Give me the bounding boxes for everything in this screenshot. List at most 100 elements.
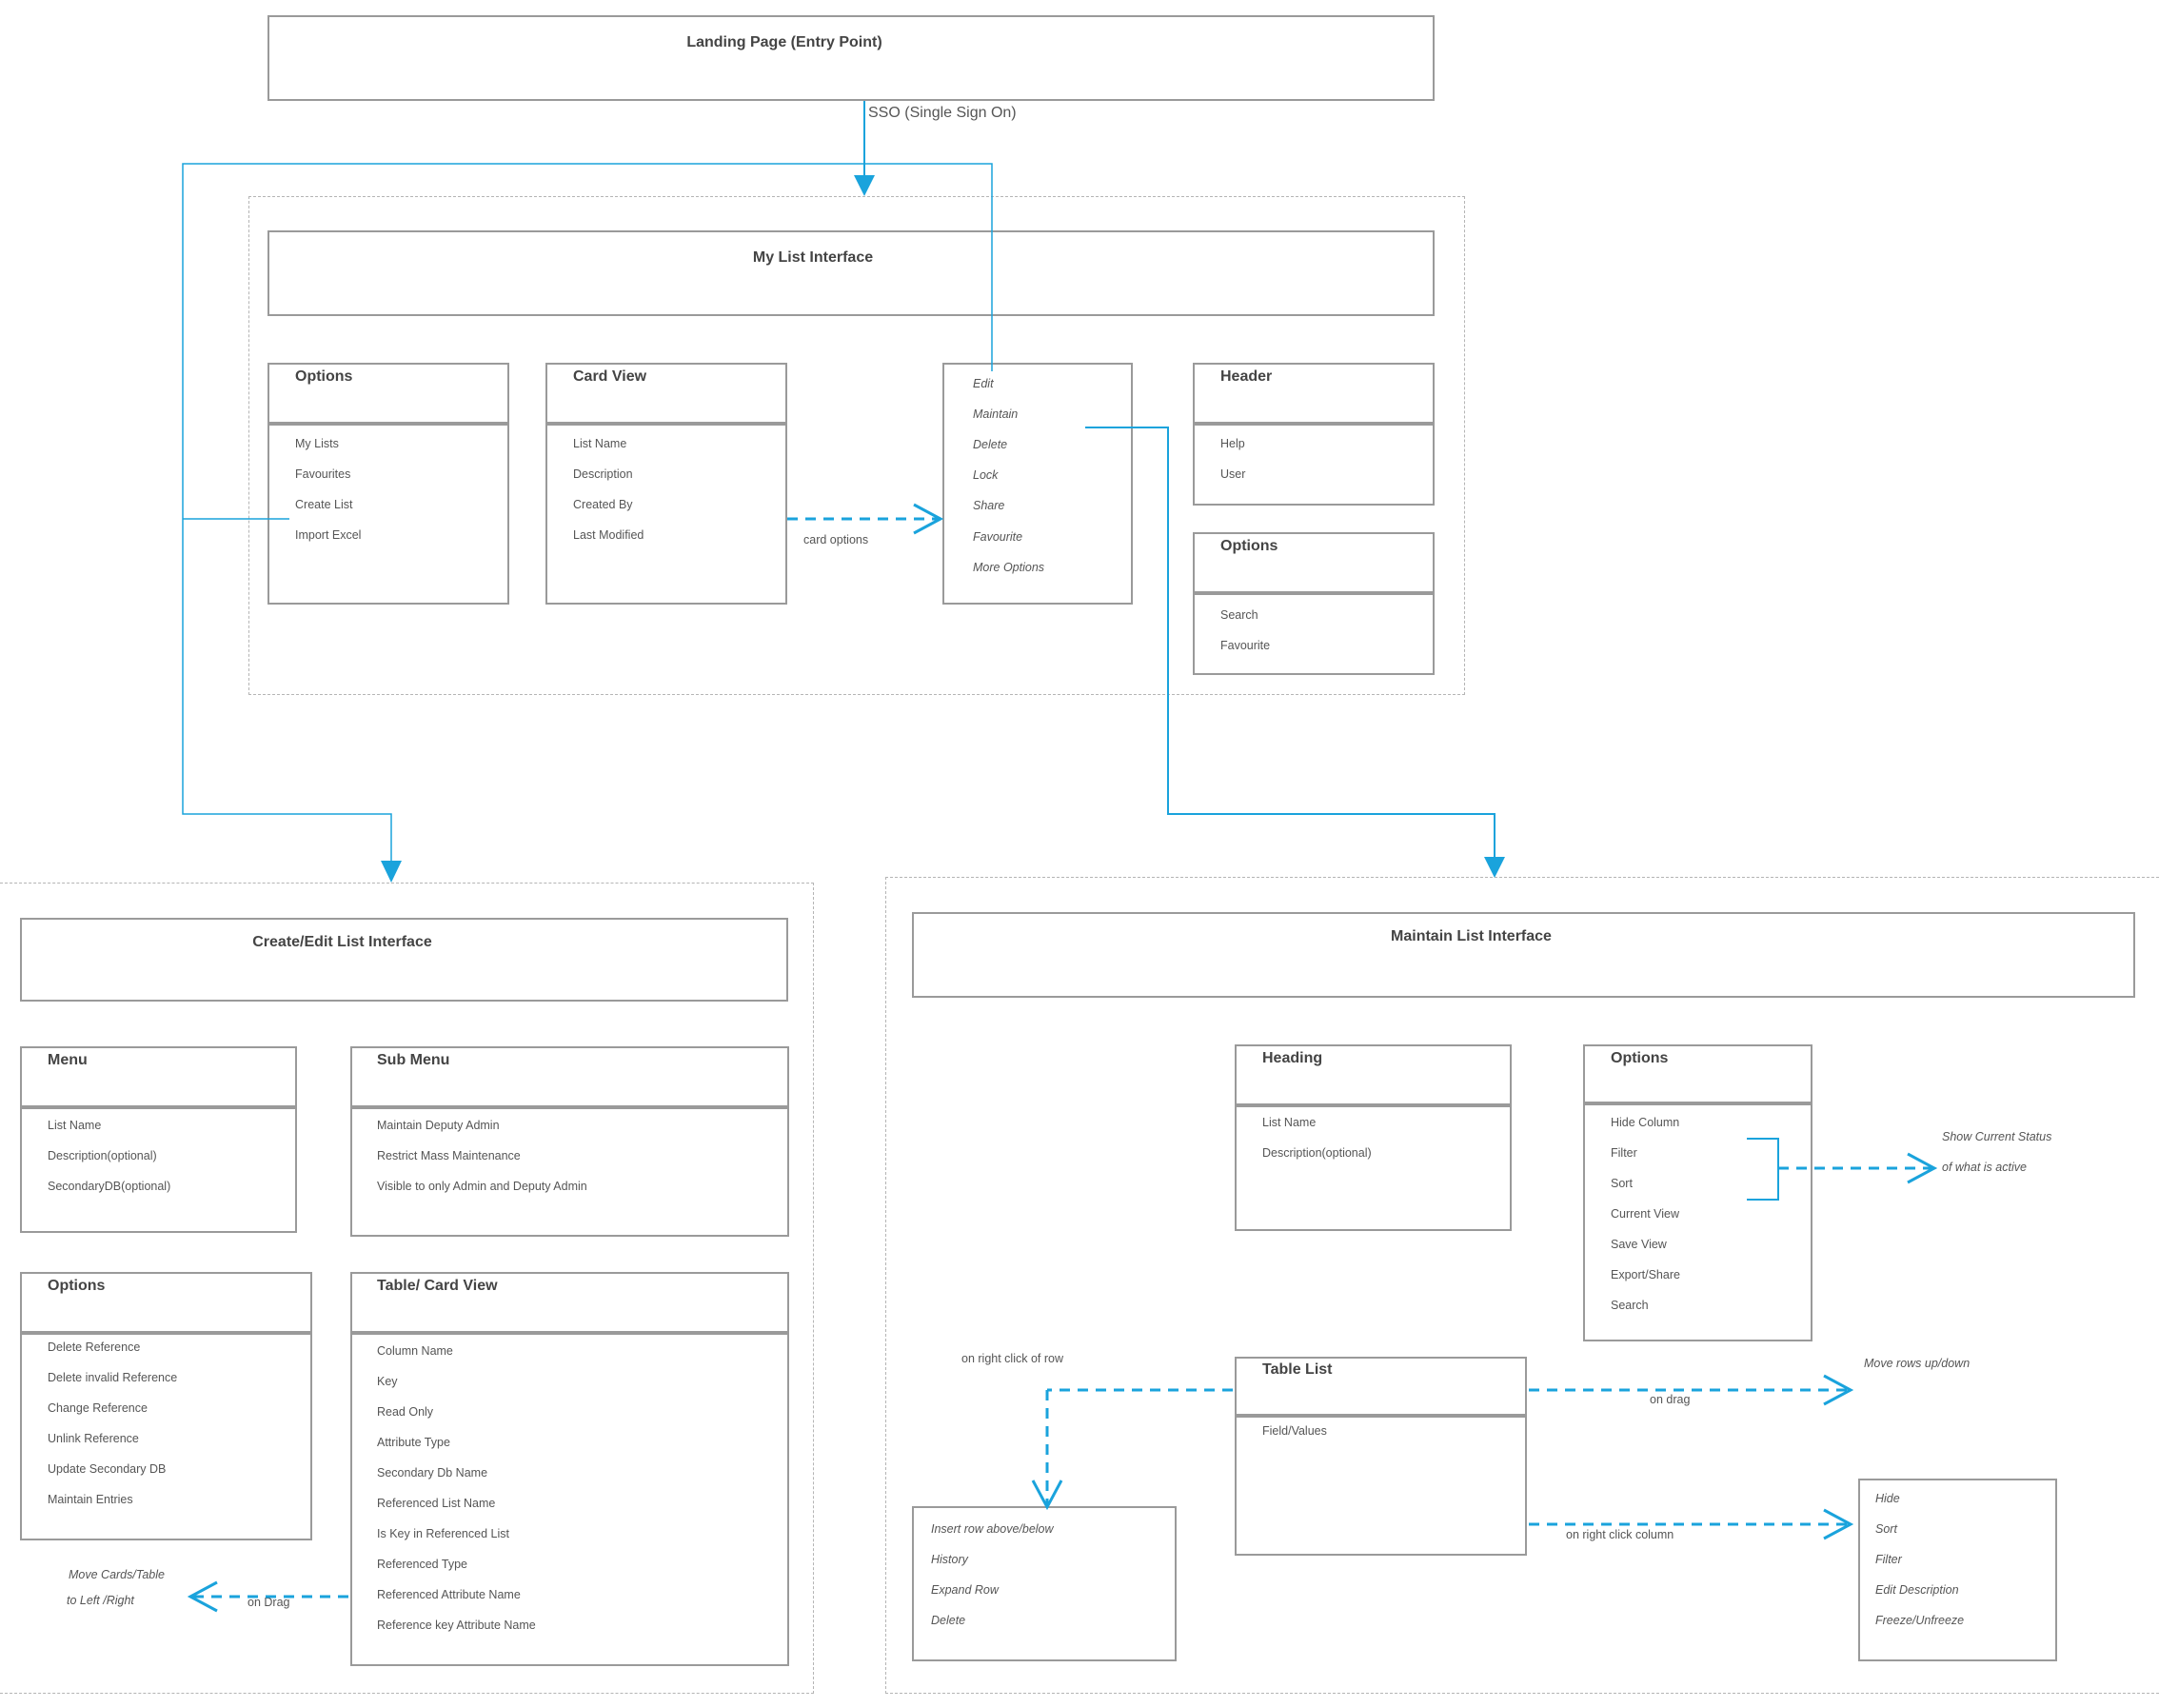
list-item: List Name bbox=[573, 437, 627, 450]
menu-item: Lock bbox=[973, 468, 999, 482]
maintain-region bbox=[885, 877, 2159, 1694]
card-view-card: Card View List Name Description Created … bbox=[545, 363, 787, 605]
menu-item: More Options bbox=[973, 561, 1045, 574]
sso-arrowhead bbox=[854, 175, 875, 196]
card-options-label: card options bbox=[803, 533, 869, 546]
maintain-title: Maintain List Interface bbox=[1391, 928, 1552, 944]
list-item: Delete Reference bbox=[48, 1341, 141, 1354]
list-item: Favourite bbox=[1220, 639, 1271, 652]
list-item: User bbox=[1220, 467, 1246, 481]
list-item: Last Modified bbox=[573, 528, 644, 542]
card-header bbox=[1585, 1046, 1811, 1105]
list-item: Description(optional) bbox=[48, 1149, 157, 1162]
on-drag-label: on Drag bbox=[248, 1596, 290, 1609]
list-item: Search bbox=[1611, 1299, 1649, 1312]
card-header bbox=[352, 1048, 787, 1109]
menu-item: History bbox=[931, 1553, 968, 1566]
my-list-title: My List Interface bbox=[752, 249, 874, 266]
list-item: Secondary Db Name bbox=[377, 1466, 488, 1480]
list-item: Is Key in Referenced List bbox=[377, 1527, 509, 1540]
card-title: Options bbox=[1220, 538, 1278, 554]
card-title: Card View bbox=[573, 368, 647, 385]
show-status-note-line2: of what is active bbox=[1942, 1161, 2027, 1174]
landing-page-box: Landing Page (Entry Point) bbox=[267, 15, 1435, 101]
list-item: Hide Column bbox=[1611, 1116, 1680, 1129]
card-header bbox=[1195, 365, 1433, 426]
list-item: List Name bbox=[1262, 1116, 1317, 1129]
menu-item: Freeze/Unfreeze bbox=[1875, 1614, 1965, 1627]
list-item: Read Only bbox=[377, 1405, 434, 1419]
my-list-options-card: Options My Lists Favourites Create List … bbox=[267, 363, 509, 605]
card-header bbox=[1237, 1046, 1510, 1107]
menu-item: Expand Row bbox=[931, 1583, 999, 1597]
create-edit-region bbox=[0, 883, 814, 1694]
list-item: SecondaryDB(optional) bbox=[48, 1180, 171, 1193]
card-title: Table List bbox=[1262, 1361, 1333, 1378]
list-item: Column Name bbox=[377, 1344, 453, 1358]
list-item: Update Secondary DB bbox=[48, 1462, 167, 1476]
list-item: Help bbox=[1220, 437, 1245, 450]
maintain-options-card: Options Hide Column Filter Sort Current … bbox=[1583, 1044, 1812, 1341]
list-item: Export/Share bbox=[1611, 1268, 1680, 1281]
card-title: Options bbox=[48, 1278, 106, 1294]
list-item: Filter bbox=[1611, 1146, 1637, 1160]
list-item: Reference key Attribute Name bbox=[377, 1619, 536, 1632]
list-item: Delete invalid Reference bbox=[48, 1371, 178, 1384]
list-item: Import Excel bbox=[295, 528, 362, 542]
list-item: Change Reference bbox=[48, 1401, 148, 1415]
my-list-options2-card: Options Search Favourite bbox=[1193, 532, 1435, 675]
list-item: Restrict Mass Maintenance bbox=[377, 1149, 521, 1162]
landing-page-title: Landing Page (Entry Point) bbox=[686, 34, 882, 50]
list-item: Current View bbox=[1611, 1207, 1680, 1221]
card-header bbox=[22, 1048, 295, 1109]
create-menu-card: Menu List Name Description(optional) Sec… bbox=[20, 1046, 297, 1233]
list-item: Referenced List Name bbox=[377, 1497, 496, 1510]
card-title: Options bbox=[1611, 1050, 1669, 1066]
list-item: Key bbox=[377, 1375, 398, 1388]
card-options-menu: Edit Maintain Delete Lock Share Favourit… bbox=[942, 363, 1133, 605]
card-title: Sub Menu bbox=[377, 1052, 450, 1068]
move-rows-note: Move rows up/down bbox=[1864, 1357, 1971, 1370]
create-options-card: Options Delete Reference Delete invalid … bbox=[20, 1272, 312, 1540]
list-item: Visible to only Admin and Deputy Admin bbox=[377, 1180, 587, 1193]
card-title: Heading bbox=[1262, 1050, 1323, 1066]
list-item: Unlink Reference bbox=[48, 1432, 139, 1445]
my-list-title-box: My List Interface bbox=[267, 230, 1435, 316]
menu-item: Hide bbox=[1875, 1492, 1900, 1505]
list-item: Maintain Deputy Admin bbox=[377, 1119, 500, 1132]
list-item: My Lists bbox=[295, 437, 339, 450]
row-context-menu: Insert row above/below History Expand Ro… bbox=[912, 1506, 1177, 1661]
list-item: Sort bbox=[1611, 1177, 1633, 1190]
card-header bbox=[352, 1274, 787, 1335]
list-item: Referenced Type bbox=[377, 1558, 467, 1571]
card-header bbox=[22, 1274, 310, 1335]
heading-card: Heading List Name Description(optional) bbox=[1235, 1044, 1512, 1231]
maintain-title-box: Maintain List Interface bbox=[912, 912, 2135, 998]
move-cards-note-line1: Move Cards/Table bbox=[69, 1568, 165, 1581]
list-item: Attribute Type bbox=[377, 1436, 450, 1449]
create-edit-title-box: Create/Edit List Interface bbox=[20, 918, 788, 1002]
menu-item: Edit bbox=[973, 377, 994, 390]
list-item: Description(optional) bbox=[1262, 1146, 1372, 1160]
show-status-note-line1: Show Current Status bbox=[1942, 1130, 2052, 1143]
menu-item: Insert row above/below bbox=[931, 1522, 1054, 1536]
header-card: Header Help User bbox=[1193, 363, 1435, 506]
list-item: Description bbox=[573, 467, 633, 481]
menu-item: Share bbox=[973, 499, 1005, 512]
menu-item: Edit Description bbox=[1875, 1583, 1959, 1597]
table-list-card: Table List Field/Values bbox=[1235, 1357, 1527, 1556]
right-click-column-label: on right click column bbox=[1566, 1528, 1674, 1541]
menu-item: Sort bbox=[1875, 1522, 1897, 1536]
list-item: Create List bbox=[295, 498, 353, 511]
menu-item: Filter bbox=[1875, 1553, 1902, 1566]
table-card-view-card: Table/ Card View Column Name Key Read On… bbox=[350, 1272, 789, 1666]
list-item: Referenced Attribute Name bbox=[377, 1588, 521, 1601]
on-drag-row-label: on drag bbox=[1650, 1393, 1691, 1406]
card-title: Menu bbox=[48, 1052, 88, 1068]
menu-item: Maintain bbox=[973, 407, 1019, 421]
sso-label: SSO (Single Sign On) bbox=[868, 105, 1017, 121]
maintain-arrowhead bbox=[1484, 857, 1505, 878]
create-edit-title: Create/Edit List Interface bbox=[252, 934, 432, 950]
list-item: Created By bbox=[573, 498, 633, 511]
card-header bbox=[1237, 1359, 1525, 1418]
